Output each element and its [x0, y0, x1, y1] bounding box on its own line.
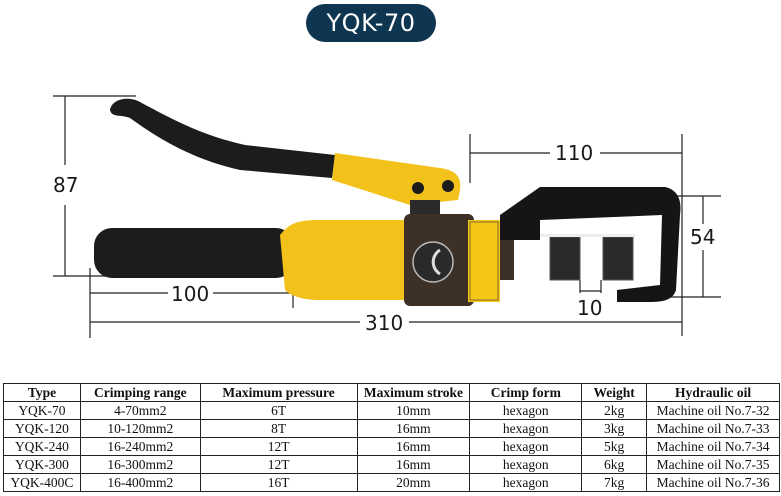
dimension-label-10: 10: [574, 297, 606, 319]
cell-crimp-form: hexagon: [469, 401, 583, 420]
cell-maximum-stroke: 16mm: [356, 437, 471, 456]
cell-weight: 6kg: [581, 455, 648, 474]
cell-hydraulic-oil: Machine oil No.7-33: [646, 419, 780, 438]
header-hydraulic-oil: Hydraulic oil: [646, 383, 780, 402]
cell-maximum-stroke: 16mm: [356, 455, 471, 474]
cell-weight: 2kg: [581, 401, 648, 420]
cell-weight: 7kg: [581, 473, 648, 492]
cell-maximum-stroke: 20mm: [356, 473, 471, 492]
dimension-label-100: 100: [168, 283, 213, 305]
header-weight: Weight: [581, 383, 648, 402]
table-header-row: Type Crimping range Maximum pressure Max…: [3, 383, 780, 402]
table-row: YQK-300 16-300mm2 12T 16mm hexagon 6kg M…: [3, 455, 780, 474]
cell-maximum-pressure: 8T: [199, 419, 358, 438]
cell-crimping-range: 16-400mm2: [79, 473, 201, 492]
cell-maximum-pressure: 6T: [199, 401, 358, 420]
cell-crimping-range: 10-120mm2: [79, 419, 201, 438]
cell-crimp-form: hexagon: [469, 473, 583, 492]
table-row: YQK-240 16-240mm2 12T 16mm hexagon 5kg M…: [3, 437, 780, 456]
cell-weight: 3kg: [581, 419, 648, 438]
cell-type: YQK-70: [3, 401, 81, 420]
cell-crimping-range: 16-300mm2: [79, 455, 201, 474]
cell-hydraulic-oil: Machine oil No.7-32: [646, 401, 780, 420]
dimension-label-110: 110: [552, 142, 597, 164]
table-row: YQK-120 10-120mm2 8T 16mm hexagon 3kg Ma…: [3, 419, 780, 438]
header-crimp-form: Crimp form: [469, 383, 583, 402]
specification-table: Type Crimping range Maximum pressure Max…: [3, 383, 780, 492]
dimension-lines: [53, 95, 721, 338]
cell-type: YQK-300: [3, 455, 81, 474]
header-maximum-stroke: Maximum stroke: [356, 383, 471, 402]
cell-crimp-form: hexagon: [469, 419, 583, 438]
table-row: YQK-400C 16-400mm2 16T 20mm hexagon 7kg …: [3, 473, 780, 492]
crimping-tool-illustration: [53, 95, 721, 338]
cell-crimping-range: 16-240mm2: [79, 437, 201, 456]
cell-type: YQK-240: [3, 437, 81, 456]
cell-maximum-stroke: 10mm: [356, 401, 471, 420]
cell-maximum-stroke: 16mm: [356, 419, 471, 438]
cell-maximum-pressure: 12T: [199, 455, 358, 474]
cell-maximum-pressure: 16T: [199, 473, 358, 492]
dimension-label-87: 87: [50, 174, 82, 196]
cell-hydraulic-oil: Machine oil No.7-34: [646, 437, 780, 456]
header-type: Type: [3, 383, 81, 402]
header-maximum-pressure: Maximum pressure: [199, 383, 358, 402]
cell-maximum-pressure: 12T: [199, 437, 358, 456]
cell-hydraulic-oil: Machine oil No.7-35: [646, 455, 780, 474]
cell-weight: 5kg: [581, 437, 648, 456]
cell-hydraulic-oil: Machine oil No.7-36: [646, 473, 780, 492]
header-crimping-range: Crimping range: [79, 383, 201, 402]
dimension-label-54: 54: [687, 226, 719, 248]
model-title-badge: YQK-70: [306, 4, 436, 42]
cell-crimping-range: 4-70mm2: [79, 401, 201, 420]
dimension-label-310: 310: [362, 312, 407, 334]
cell-type: YQK-400C: [3, 473, 81, 492]
cell-crimp-form: hexagon: [469, 455, 583, 474]
table-row: YQK-70 4-70mm2 6T 10mm hexagon 2kg Machi…: [3, 401, 780, 420]
cell-crimp-form: hexagon: [469, 437, 583, 456]
cell-type: YQK-120: [3, 419, 81, 438]
